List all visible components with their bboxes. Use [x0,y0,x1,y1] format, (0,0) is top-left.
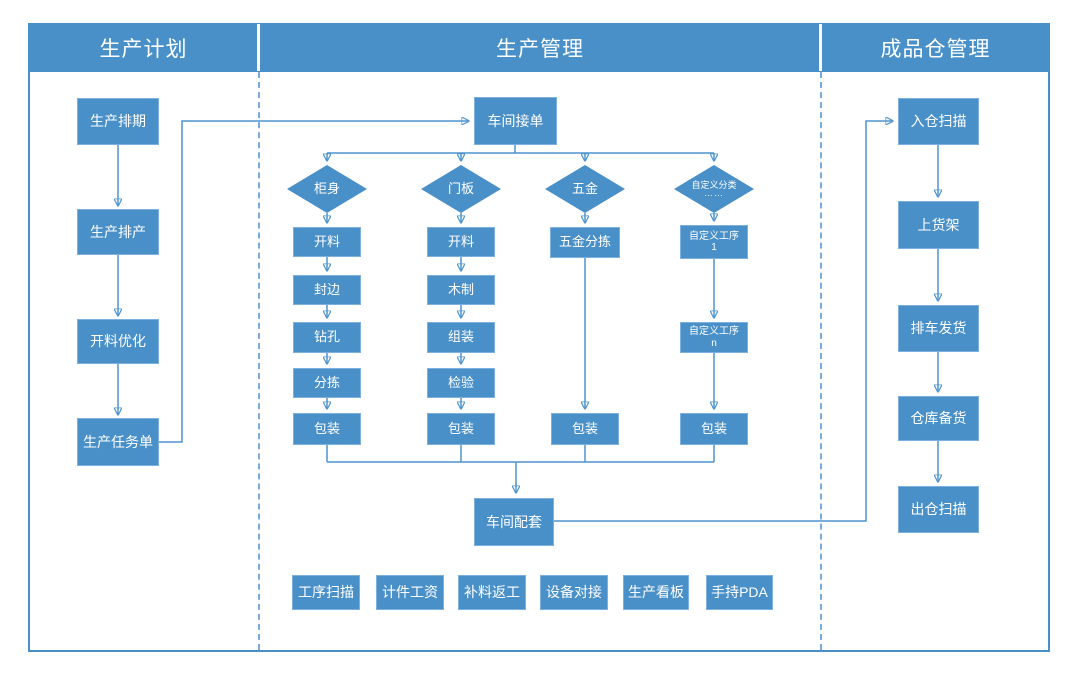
section-title-production: 生产管理 [496,37,584,61]
node-production-planning: 生产排产 [77,209,159,255]
node-workshop-kitting: 车间配套 [474,498,554,546]
node-outbound-scan: 出仓扫描 [898,486,979,533]
step-door-cutting: 开料 [427,227,495,257]
step-cabinet-cutting: 开料 [293,227,361,257]
step-custom-process-n-line1: 自定义工序 [689,326,739,337]
step-custom-process-1-line2: 1 [711,242,717,253]
feature-handheld-pda: 手持PDA [706,575,773,610]
feature-device-connect: 设备对接 [540,575,608,610]
node-inbound-scan: 入仓扫描 [898,98,979,145]
branch-cabinet-label: 柜身 [313,180,340,196]
branch-door-panel-label: 门板 [447,180,474,196]
node-production-schedule: 生产排期 [77,98,159,145]
node-warehouse-stocking: 仓库备货 [898,396,979,441]
node-workshop-order-intake: 车间接单 [474,97,557,145]
feature-replenish-rework: 补料返工 [458,575,526,610]
step-door-assembly: 组装 [427,322,495,353]
step-custom-process-1: 自定义工序 1 [680,225,748,259]
step-cabinet-sorting: 分拣 [293,368,361,398]
step-hardware-packing: 包装 [551,413,619,445]
section-divider-right [820,72,822,650]
header-bar [28,23,1050,72]
feature-piecework-wage: 计件工资 [376,575,444,610]
feature-process-scan: 工序扫描 [292,575,360,610]
step-door-packing: 包装 [427,413,495,445]
section-title-warehouse: 成品仓管理 [880,37,991,61]
step-hardware-sorting: 五金分拣 [550,227,620,258]
node-shelving: 上货架 [898,201,979,249]
section-divider-left [258,72,260,650]
step-custom-process-1-line1: 自定义工序 [689,230,739,242]
section-title-plan: 生产计划 [99,37,188,61]
node-cutting-optimization: 开料优化 [77,319,159,364]
branch-custom-category-ellipsis: …… [704,188,724,199]
branch-custom-category-label: 自定义分类 [691,179,737,190]
branch-hardware-label: 五金 [571,180,598,196]
header-separator [819,24,822,71]
feature-production-board: 生产看板 [623,575,689,610]
step-custom-packing: 包装 [680,413,748,445]
node-production-task-order: 生产任务单 [77,418,159,466]
step-door-inspection: 检验 [427,368,495,398]
node-truck-dispatch: 排车发货 [898,305,979,352]
header-separator [257,24,260,71]
step-custom-process-n-line2: n [711,337,717,349]
step-cabinet-edge-banding: 封边 [293,275,361,305]
step-custom-process-n: 自定义工序 n [680,322,748,353]
step-cabinet-drilling: 钻孔 [293,322,361,353]
step-door-wooden: 木制 [427,275,495,305]
step-cabinet-packing: 包装 [293,413,361,445]
